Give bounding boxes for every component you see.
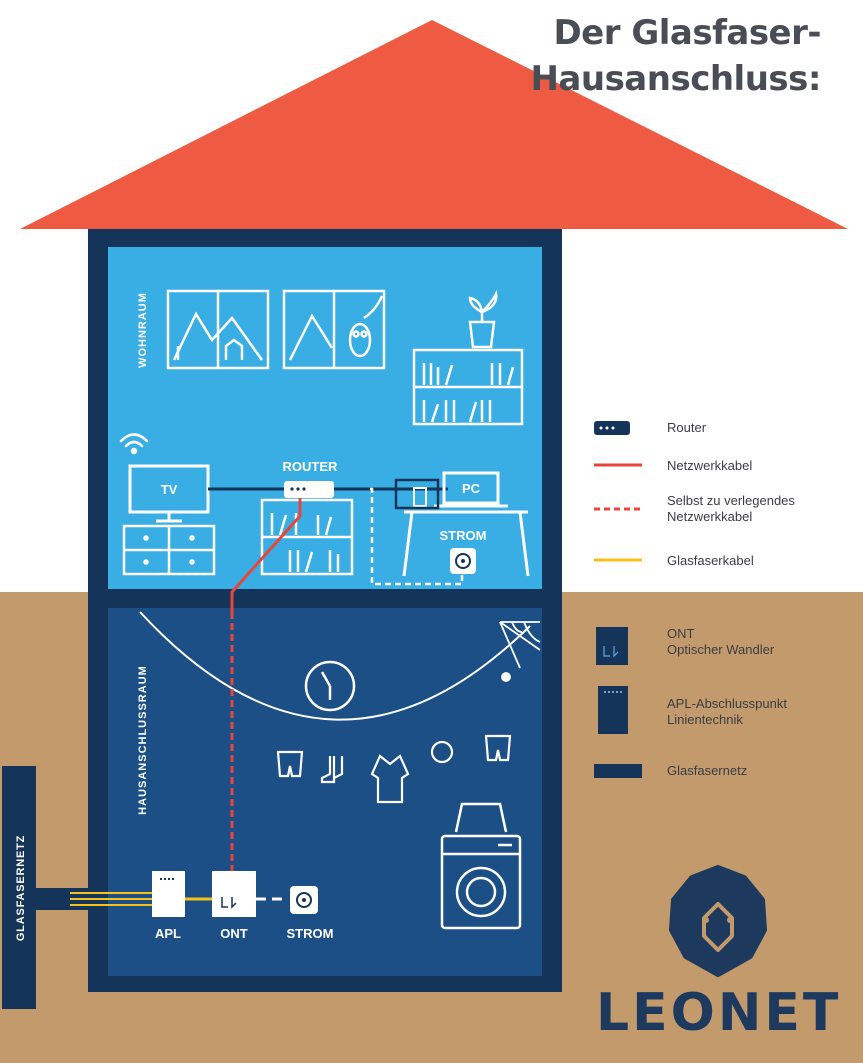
strom-upper-label: STROM	[440, 528, 487, 543]
brand-wordmark: LEONET	[596, 983, 842, 1043]
living-room	[108, 247, 542, 589]
pc-label: PC	[462, 481, 481, 496]
plant-icon	[468, 290, 498, 349]
wifi-icon	[119, 433, 149, 455]
roof	[20, 20, 848, 229]
bookshelf-middle	[260, 498, 354, 576]
legend-fiber-network-bar	[594, 764, 642, 778]
legend-apl-label: APL-Abschlusspunkt Linientechnik	[667, 696, 791, 727]
fiber-network-post	[2, 766, 36, 1009]
apl-device	[152, 871, 185, 917]
window-left	[166, 289, 270, 370]
fiber-cable-bundle	[70, 892, 152, 906]
tv-cabinet	[122, 524, 216, 576]
legend-apl-icon	[598, 686, 628, 734]
legend-dashed-cable-label: Selbst zu verlegendes Netzwerkkabel	[667, 493, 799, 524]
tv-label: TV	[161, 482, 178, 497]
page-title: Der Glasfaser- Hausanschluss:	[530, 10, 821, 102]
washing-machine-icon	[440, 802, 522, 930]
spiderweb-icon	[499, 621, 541, 682]
strom-lower-label: STROM	[287, 926, 334, 941]
ont-device	[212, 871, 256, 917]
lion-logo-icon	[669, 865, 767, 977]
title-line-2: Hausanschluss:	[530, 59, 821, 99]
apl-label: APL	[155, 926, 181, 941]
pc-monitor	[442, 471, 500, 505]
window-right	[282, 289, 386, 370]
legend: Router Netzwerkkabel Selbst zu verlegend…	[594, 420, 799, 778]
power-dashed-cable	[370, 487, 464, 586]
router-device	[284, 481, 334, 498]
legend-ont-icon	[596, 627, 628, 665]
bookshelf-upper	[412, 348, 524, 426]
clock-icon	[304, 660, 356, 712]
clothesline	[139, 611, 531, 721]
network-cable-solid	[230, 498, 302, 612]
legend-network-cable-label: Netzwerkkabel	[667, 458, 752, 473]
ont-label: ONT	[220, 926, 248, 941]
room-label-hausanschlussraum: HAUSANSCHLUSSRAUM	[137, 665, 149, 815]
room-label-wohnraum: WOHNRAUM	[137, 292, 149, 368]
router-label: ROUTER	[283, 459, 339, 474]
desk	[402, 510, 530, 577]
legend-fiber-cable-label: Glasfaserkabel	[667, 553, 754, 568]
glasfasernetz-label: GLASFASERNETZ	[15, 835, 27, 941]
legend-fiber-network-label: Glasfasernetz	[667, 763, 747, 778]
legend-router-label: Router	[667, 420, 707, 435]
title-line-1: Der Glasfaser-	[553, 13, 821, 53]
legend-ont-label: ONT Optischer Wandler	[667, 626, 775, 657]
phone-dock	[413, 487, 427, 507]
laundry-icons	[276, 734, 512, 804]
